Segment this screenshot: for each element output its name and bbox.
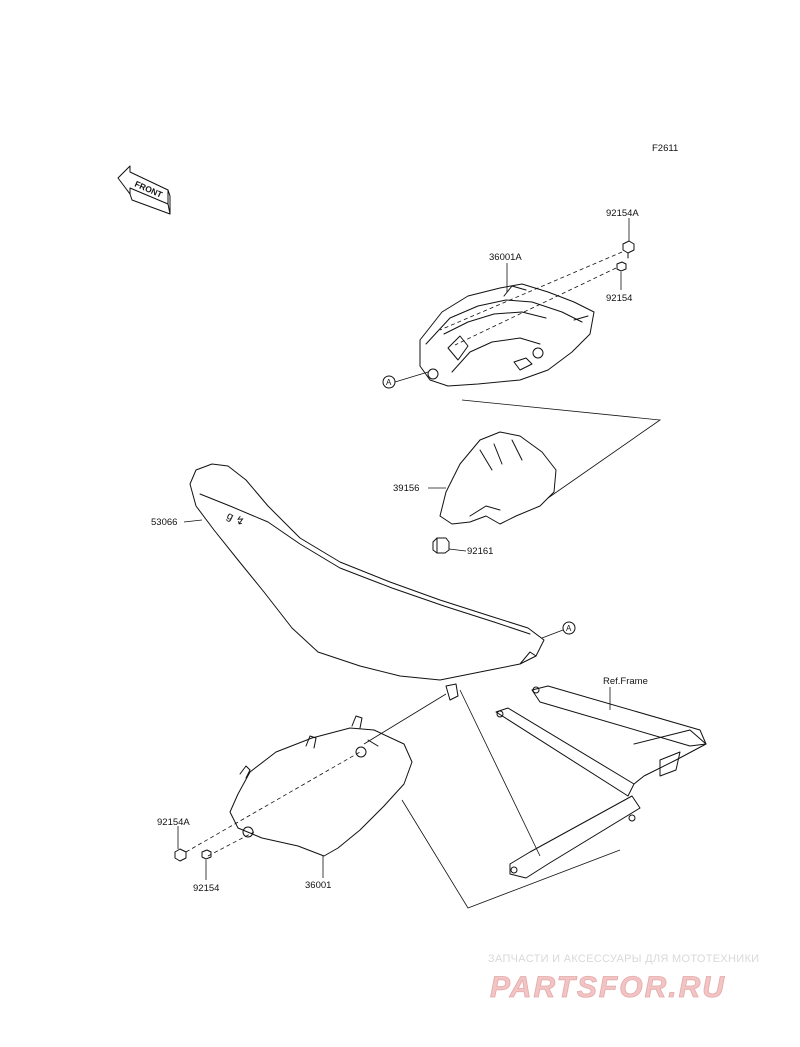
ref-a-label-seat: A [566,624,572,633]
seat-53066: ɡ ↯ [189,463,545,681]
sponge-39156 [439,431,557,525]
label-92154-bottom: 92154 [193,883,219,894]
label-92154A-bottom: 92154A [157,817,190,828]
front-label: FRONT [133,179,165,200]
label-36001A: 36001A [489,252,522,263]
label-92161: 92161 [467,546,493,557]
front-arrow-icon: FRONT [117,165,171,215]
watermark-brand: PARTSFOR.RU [490,971,726,1004]
label-36001: 36001 [305,880,331,891]
label-92154A-top: 92154A [606,208,639,219]
seat-bracket [445,683,459,701]
svg-text:ɡ ↯: ɡ ↯ [225,510,247,529]
watermark-tagline: ЗАПЧАСТИ И АКСЕССУАРЫ ДЛЯ МОТОТЕХНИКИ [488,953,759,965]
ref-a-callout-seat [562,621,576,635]
side-cover-36001 [229,715,413,857]
label-ref-frame: Ref.Frame [603,676,648,687]
bolt-92154A-bottom-icon [174,848,187,862]
ref-a-label-top: A [386,378,392,387]
bolt-92154-bottom-icon [201,849,212,860]
ref-frame [495,685,707,879]
side-cover-36001A [419,283,595,387]
figure-code: F2611 [652,143,678,154]
label-92154-top: 92154 [606,293,632,304]
label-53066: 53066 [151,517,177,528]
bolt-92154A-top-icon [622,240,635,259]
damper-92161 [432,537,450,554]
label-39156: 39156 [393,483,419,494]
bolt-92154-top-icon [616,261,627,272]
